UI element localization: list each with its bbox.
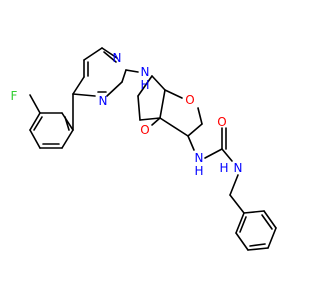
fluorine-atom: F — [11, 89, 18, 103]
furan-oxygen-lower: O — [140, 123, 149, 137]
structure-svg: F N N N H O O N H O N H — [11, 47, 277, 251]
carbonyl-oxygen: O — [217, 115, 226, 129]
furan-oxygen-upper: O — [185, 93, 194, 107]
amine-hydrogen: H — [140, 78, 149, 92]
urea-benzyl-chain — [204, 127, 245, 214]
pyrimidine-n1: N — [113, 51, 122, 65]
furofuran-bicycle — [137, 75, 203, 151]
fluorophenyl-ring — [29, 94, 74, 149]
urea-hydrogen-right: H — [219, 161, 228, 175]
amine-nitrogen: N — [141, 65, 150, 79]
amine-bond-left — [125, 69, 139, 73]
pyrimidine-ring — [72, 47, 127, 131]
urea-hydrogen-left: H — [194, 164, 203, 178]
urea-nitrogen-left: N — [195, 151, 204, 165]
molecule-diagram: F N N N H O O N H O N H — [11, 47, 277, 251]
benzene-ring — [235, 210, 277, 251]
urea-nitrogen-right: N — [234, 161, 243, 175]
pyrimidine-n3: N — [99, 94, 108, 108]
